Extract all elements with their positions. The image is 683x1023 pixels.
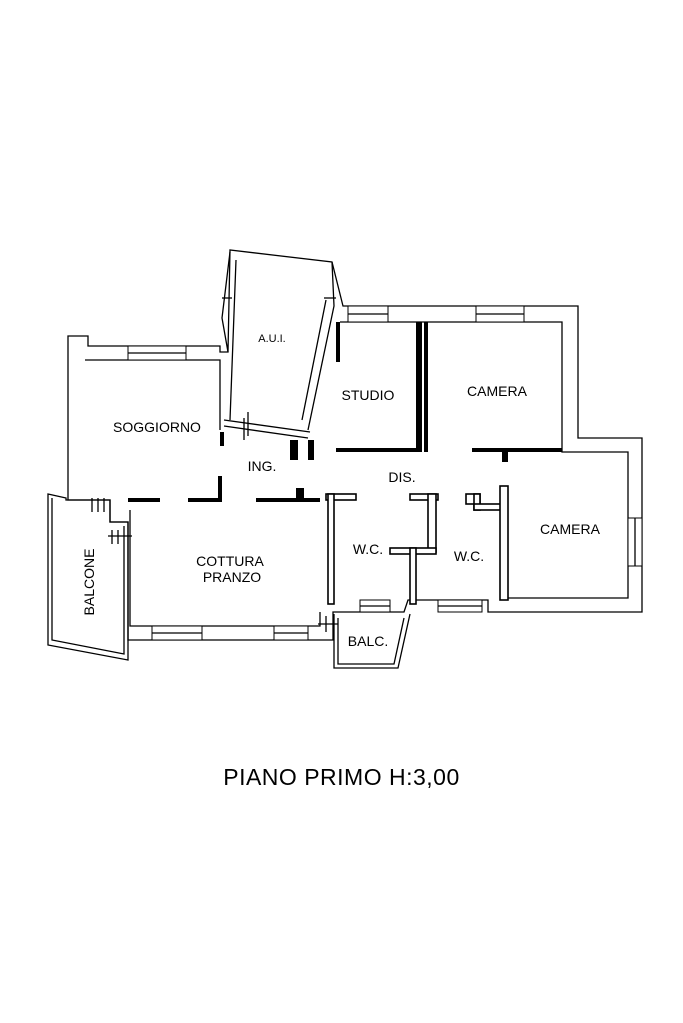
room-labels: A.U.I. SOGGIORNO STUDIO CAMERA ING. DIS.… — [81, 333, 601, 649]
balcone-area — [47, 493, 132, 661]
aui-room — [221, 251, 336, 440]
label-balc: BALC. — [348, 633, 388, 649]
label-wc-2: W.C. — [454, 548, 484, 564]
interior-walls — [128, 322, 562, 605]
label-ing: ING. — [248, 458, 277, 474]
label-soggiorno: SOGGIORNO — [113, 419, 201, 435]
label-studio: STUDIO — [342, 387, 395, 403]
windows — [127, 305, 643, 641]
label-cottura: COTTURA — [196, 553, 264, 569]
label-camera-1: CAMERA — [467, 383, 528, 399]
label-pranzo: PRANZO — [203, 569, 261, 585]
balc-area — [318, 613, 411, 669]
label-dis: DIS. — [388, 469, 415, 485]
label-camera-2: CAMERA — [540, 521, 601, 537]
label-aui: A.U.I. — [258, 333, 286, 345]
label-balcone: BALCONE — [81, 549, 97, 616]
label-wc-1: W.C. — [353, 541, 383, 557]
plan-caption: PIANO PRIMO H:3,00 — [223, 764, 460, 790]
